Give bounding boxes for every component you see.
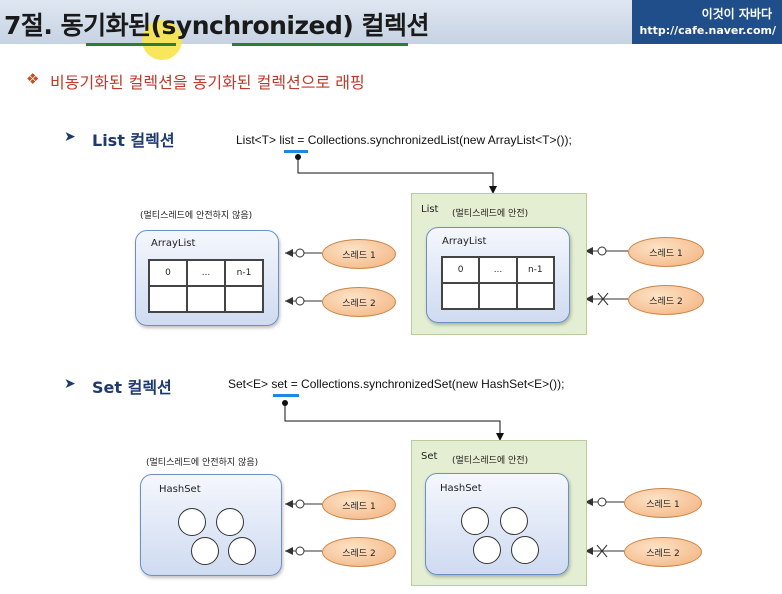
thread-1: 스레드 1: [624, 488, 702, 518]
brand-box: [632, 0, 782, 44]
list-safe-collection: ArrayList 0 ... n-1: [426, 227, 570, 323]
set-element: [216, 508, 244, 536]
array-cell: [187, 286, 225, 312]
array-cell: [516, 283, 554, 309]
set-element: [178, 508, 206, 536]
set-element: [473, 536, 501, 564]
thread-2: 스레드 2: [628, 285, 704, 315]
collection-label: HashSet: [159, 484, 201, 495]
thread-2: 스레드 2: [322, 287, 396, 317]
set-unsafe-collection: HashSet: [140, 474, 282, 576]
thread-1: 스레드 1: [628, 237, 704, 267]
intro-text: 비동기화된 컬렉션을 동기화된 컬렉션으로 래핑: [50, 73, 365, 92]
array-cell: [442, 283, 480, 309]
array-grid: 0 ... n-1: [441, 256, 555, 310]
set-highlight-line: [273, 394, 299, 397]
list-highlight-line: [284, 150, 308, 153]
cursor-highlight: [142, 20, 182, 60]
title-underline: [86, 43, 176, 46]
array-cell: [225, 286, 263, 312]
intro-bullet-icon: ❖: [26, 70, 40, 88]
set-code-line: Set<E> set = Collections.synchronizedSet…: [228, 377, 565, 391]
set-element: [461, 507, 489, 535]
array-cell: 0: [149, 260, 187, 286]
set-section-title: Set 컬렉션: [92, 378, 172, 397]
slide-title: 7절. 동기화된(synchronized) 컬렉션: [4, 11, 430, 40]
array-cell: 0: [442, 257, 480, 283]
array-cell: [149, 286, 187, 312]
section-arrow-icon: ➤: [64, 376, 76, 392]
collection-label: HashSet: [440, 483, 482, 494]
list-section-title: List 컬렉션: [92, 131, 175, 150]
array-cell: n-1: [225, 260, 263, 286]
set-element: [228, 537, 256, 565]
safe-wrapper-label: Set: [421, 451, 438, 462]
set-element: [511, 536, 539, 564]
set-element: [500, 507, 528, 535]
section-arrow-icon: ➤: [64, 129, 76, 145]
array-grid: 0 ... n-1: [148, 259, 264, 313]
array-cell: ...: [479, 257, 517, 283]
thread-1: 스레드 1: [322, 239, 396, 269]
set-element: [191, 537, 219, 565]
set-safe-collection: HashSet: [425, 473, 569, 575]
thread-2: 스레드 2: [624, 537, 702, 567]
brand-name: 이것이 자바다: [701, 7, 772, 21]
title-underline: [232, 43, 408, 46]
list-unsafe-note: (멀티스레드에 안전하지 않음): [140, 211, 253, 221]
collection-label: ArrayList: [151, 238, 196, 249]
thread-2: 스레드 2: [322, 537, 396, 567]
collection-label: ArrayList: [442, 236, 487, 247]
brand-url: http://cafe.naver.com/: [639, 24, 776, 37]
list-safe-note: (멀티스레드에 안전): [452, 209, 529, 219]
array-cell: ...: [187, 260, 225, 286]
array-cell: [479, 283, 517, 309]
thread-1: 스레드 1: [322, 490, 396, 520]
list-code-line: List<T> list = Collections.synchronizedL…: [236, 133, 572, 147]
array-cell: n-1: [516, 257, 554, 283]
list-unsafe-collection: ArrayList 0 ... n-1: [135, 230, 279, 326]
set-unsafe-note: (멀티스레드에 안전하지 않음): [146, 458, 259, 468]
safe-wrapper-label: List: [421, 204, 439, 215]
set-safe-note: (멀티스레드에 안전): [452, 456, 529, 466]
